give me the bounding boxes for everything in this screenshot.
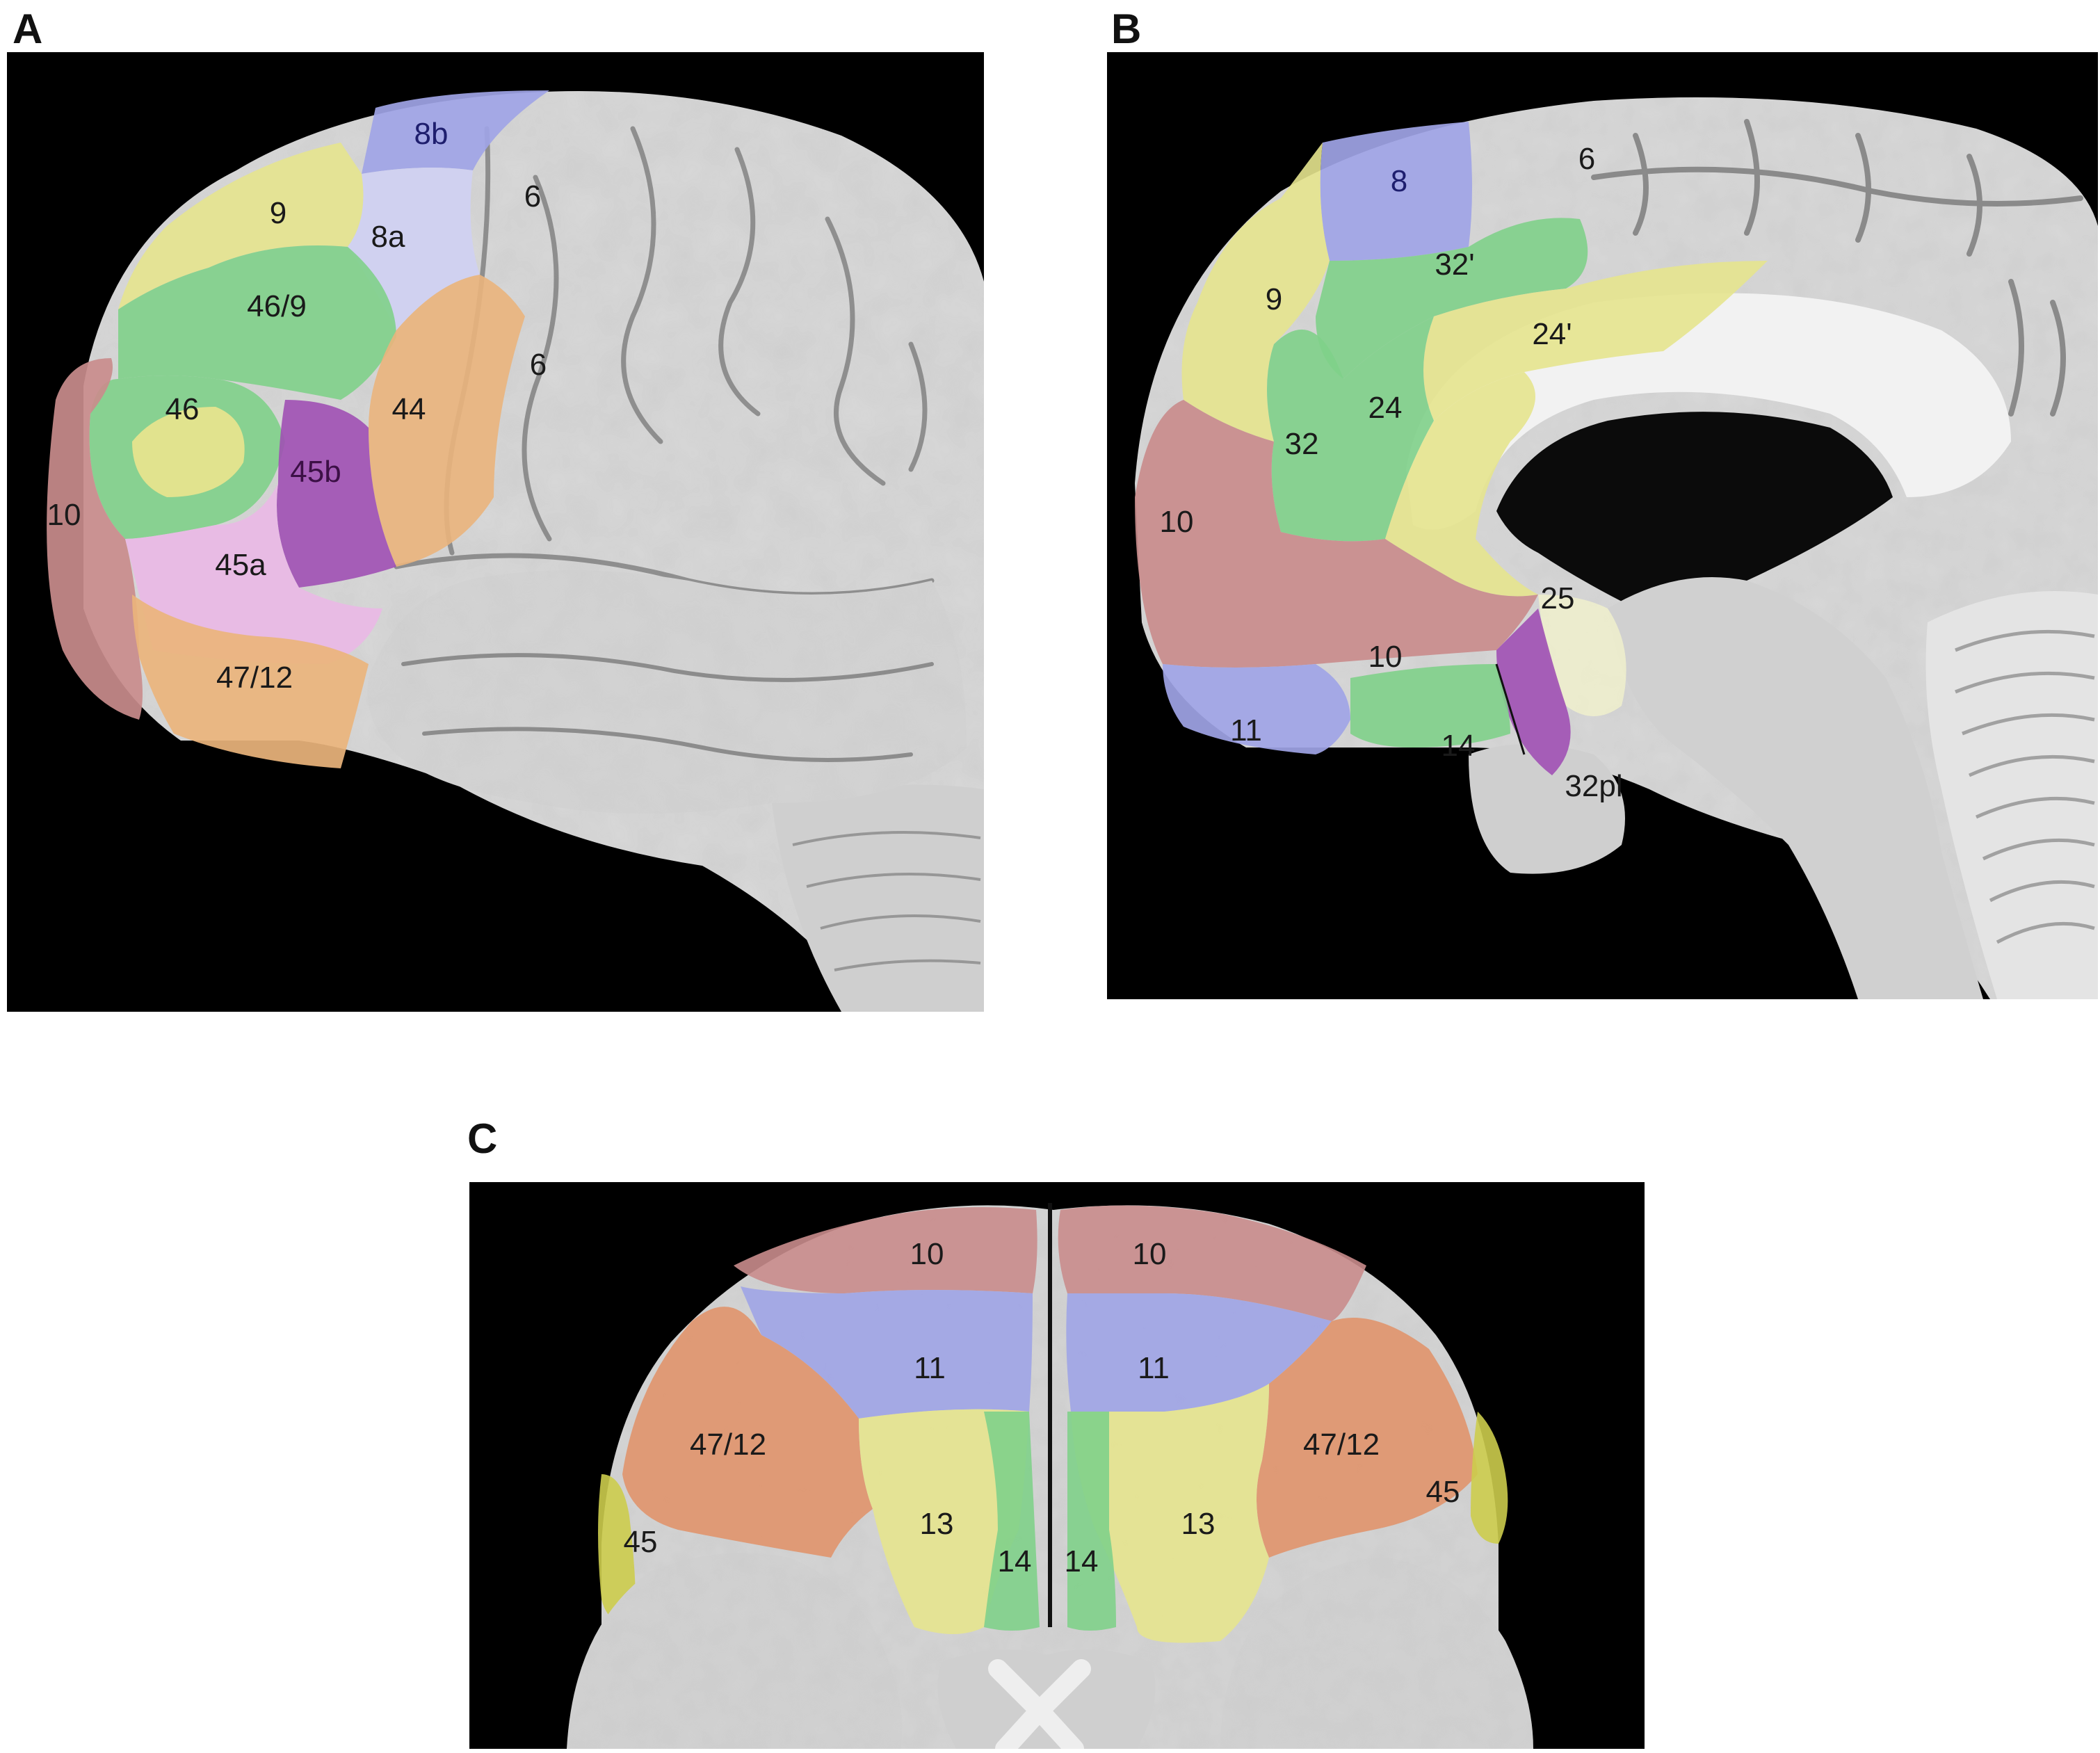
label-32: 32 (1285, 427, 1319, 461)
label-11-left: 11 (914, 1351, 946, 1385)
area-46 (132, 407, 245, 497)
area-47-12 (132, 595, 369, 768)
cerebellum (772, 784, 984, 1012)
temporal-pole (1469, 744, 1625, 874)
area-24-prime (1423, 261, 1768, 421)
label-46-9: 46/9 (247, 289, 307, 323)
label-45a: 45a (215, 548, 266, 582)
label-6-lower: 6 (530, 348, 547, 382)
area-46-9 (118, 245, 396, 400)
label-14-left: 14 (998, 1544, 1032, 1578)
cerebellum (1925, 591, 2098, 999)
area-8 (1320, 122, 1472, 261)
label-47-12-right: 47/12 (1303, 1428, 1380, 1462)
panel-c-figure: 10 10 11 11 47/12 47/12 45 45 13 13 14 1… (567, 1203, 1533, 1749)
label-45-right: 45 (1426, 1475, 1460, 1509)
area-25 (1538, 595, 1626, 716)
label-44: 44 (392, 392, 426, 426)
label-32-prime: 32' (1435, 248, 1474, 282)
area-24 (1385, 372, 1538, 597)
area-32-prime (1316, 218, 1588, 379)
area-11-right (1066, 1293, 1332, 1412)
label-6-upper: 6 (524, 179, 541, 213)
area-47-12-left (622, 1307, 873, 1558)
label-14-right: 14 (1065, 1544, 1099, 1578)
area-9 (1181, 143, 1330, 442)
label-45b: 45b (290, 455, 341, 489)
area-14-left (984, 1412, 1040, 1631)
label-24: 24 (1368, 391, 1403, 425)
panel-a-figure: 8b 9 8a 6 46/9 6 46 44 45b 10 45a 47/12 (47, 90, 984, 1012)
area-11 (1163, 664, 1350, 754)
area-45-right (1471, 1412, 1508, 1544)
label-13-left: 13 (920, 1507, 954, 1541)
label-45-left: 45 (624, 1525, 658, 1559)
area-11-left (741, 1286, 1033, 1419)
label-11: 11 (1230, 713, 1262, 748)
lateral-ventricle (1496, 412, 1893, 612)
panel-a-lateral-view: 8b 9 8a 6 46/9 6 46 44 45b 10 45a 47/12 (7, 52, 984, 1012)
label-10: 10 (47, 498, 81, 532)
area-13-left (859, 1409, 1029, 1634)
label-10-left: 10 (910, 1237, 944, 1271)
area-10-right (1058, 1205, 1366, 1321)
area-45b (277, 400, 396, 588)
label-6: 6 (1578, 142, 1595, 176)
panel-letter-c: C (467, 1115, 498, 1162)
label-10-upper: 10 (1160, 505, 1194, 539)
panel-b-medial-view: 6 8 32' 9 24' 24 32 10 25 10 11 14 32pl (1107, 52, 2098, 999)
label-46: 46 (165, 392, 200, 426)
label-11-right: 11 (1138, 1351, 1170, 1385)
area-9 (118, 143, 364, 309)
area-13-right (1071, 1384, 1269, 1643)
label-47-12: 47/12 (216, 661, 293, 695)
label-32pl: 32pl (1565, 769, 1622, 803)
area-10 (47, 358, 143, 720)
label-10-right: 10 (1133, 1237, 1167, 1271)
leader-line-32pl (1495, 663, 1526, 755)
label-10-lower: 10 (1368, 640, 1403, 674)
label-8b: 8b (414, 117, 449, 151)
label-8: 8 (1391, 164, 1407, 198)
brainstem (1608, 577, 1983, 999)
label-24-prime: 24' (1532, 317, 1572, 351)
area-45-left (598, 1474, 636, 1627)
area-47-12-right (1257, 1318, 1478, 1558)
area-32pl (1496, 608, 1571, 775)
panel-letter-a: A (13, 6, 43, 52)
area-44 (369, 275, 525, 567)
label-47-12-left: 47/12 (690, 1428, 766, 1462)
panel-c-ventral-view: 10 10 11 11 47/12 47/12 45 45 13 13 14 1… (469, 1182, 1645, 1749)
label-9: 9 (270, 196, 286, 230)
label-25: 25 (1541, 581, 1575, 615)
label-13-right: 13 (1181, 1507, 1215, 1541)
area-10 (1135, 400, 1538, 668)
area-32 (1267, 316, 1434, 542)
label-8a: 8a (371, 220, 405, 254)
label-14: 14 (1441, 729, 1476, 763)
area-14-right (1067, 1412, 1116, 1631)
area-10-left (734, 1207, 1037, 1293)
panel-letter-b: B (1111, 6, 1142, 52)
label-9: 9 (1266, 282, 1282, 316)
area-8b (362, 90, 549, 174)
area-14 (1350, 664, 1510, 748)
panel-b-figure: 6 8 32' 9 24' 24 32 10 25 10 11 14 32pl (1135, 97, 2098, 999)
area-45a (125, 483, 382, 664)
